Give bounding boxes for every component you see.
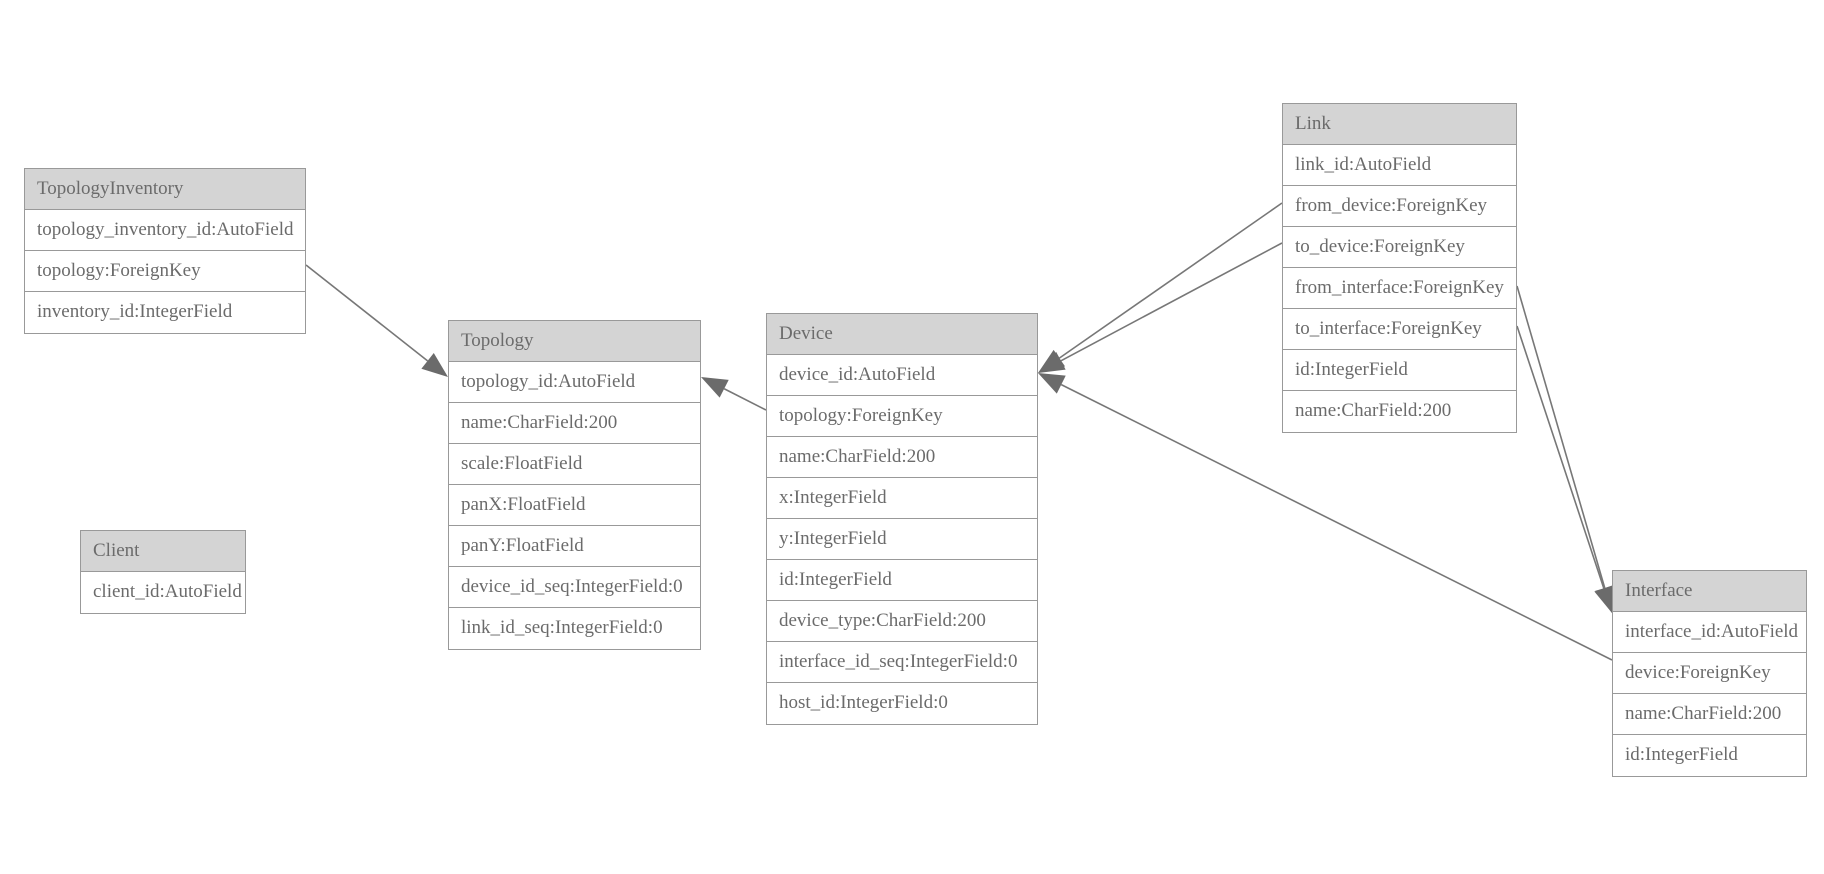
entity-title-client: Client	[81, 531, 245, 572]
entity-field-row: host_id:IntegerField:0	[767, 683, 1037, 724]
entity-field-row: from_interface:ForeignKey	[1283, 268, 1516, 309]
relationship-line	[305, 264, 429, 362]
entity-field-row: id:IntegerField	[1283, 350, 1516, 391]
entity-field-row: device_id:AutoField	[767, 355, 1037, 396]
relationship-topologyinventory-to-topology	[305, 264, 448, 377]
entity-field-row: client_id:AutoField	[81, 572, 245, 613]
entity-field-row: to_device:ForeignKey	[1283, 227, 1516, 268]
entity-field-row: topology:ForeignKey	[25, 251, 305, 292]
relationship-arrowhead	[1038, 351, 1066, 373]
entity-title-device: Device	[767, 314, 1037, 355]
relationship-line	[1060, 242, 1283, 362]
relationship-link-from-device-to-device	[1038, 202, 1283, 373]
entity-field-row: to_interface:ForeignKey	[1283, 309, 1516, 350]
entity-field-row: device:ForeignKey	[1613, 653, 1806, 694]
entity-field-row: interface_id:AutoField	[1613, 612, 1806, 653]
relationship-link-to-device-to-device	[1038, 242, 1283, 373]
relationship-line	[723, 388, 767, 411]
entity-field-row: name:CharField:200	[449, 403, 700, 444]
relationship-link-from-interface-to-interface	[1516, 285, 1615, 613]
entity-field-row: name:CharField:200	[1613, 694, 1806, 735]
entity-field-row: name:CharField:200	[1283, 391, 1516, 432]
entity-field-row: inventory_id:IntegerField	[25, 292, 305, 333]
entity-field-row: panY:FloatField	[449, 526, 700, 567]
entity-field-row: device_id_seq:IntegerField:0	[449, 567, 700, 608]
entity-field-row: x:IntegerField	[767, 478, 1037, 519]
entity-field-row: interface_id_seq:IntegerField:0	[767, 642, 1037, 683]
entity-field-row: device_type:CharField:200	[767, 601, 1037, 642]
entity-field-row: panX:FloatField	[449, 485, 700, 526]
entity-field-row: id:IntegerField	[1613, 735, 1806, 776]
entity-field-row: topology:ForeignKey	[767, 396, 1037, 437]
entity-field-row: link_id_seq:IntegerField:0	[449, 608, 700, 649]
relationship-device-to-topology	[701, 377, 767, 411]
entity-title-topology: Topology	[449, 321, 700, 362]
entity-field-row: name:CharField:200	[767, 437, 1037, 478]
relationship-line	[1516, 325, 1605, 589]
entity-field-row: topology_inventory_id:AutoField	[25, 210, 305, 251]
entity-field-row: id:IntegerField	[767, 560, 1037, 601]
relationship-arrowhead	[1594, 585, 1614, 613]
relationship-link-to-interface-to-interface	[1516, 325, 1614, 613]
entity-field-row: from_device:ForeignKey	[1283, 186, 1516, 227]
relationship-arrowhead	[701, 377, 729, 398]
relationship-arrowhead	[1038, 349, 1066, 373]
entity-field-row: y:IntegerField	[767, 519, 1037, 560]
entity-title-topologyinventory: TopologyInventory	[25, 169, 305, 210]
entity-title-link: Link	[1283, 104, 1516, 145]
relationship-line	[1516, 285, 1606, 589]
relationship-arrowhead	[1038, 373, 1066, 394]
entity-field-row: topology_id:AutoField	[449, 362, 700, 403]
entity-title-interface: Interface	[1613, 571, 1806, 612]
relationship-arrowhead	[421, 353, 448, 377]
entity-field-row: scale:FloatField	[449, 444, 700, 485]
entity-field-row: link_id:AutoField	[1283, 145, 1516, 186]
relationship-line	[1058, 202, 1283, 359]
